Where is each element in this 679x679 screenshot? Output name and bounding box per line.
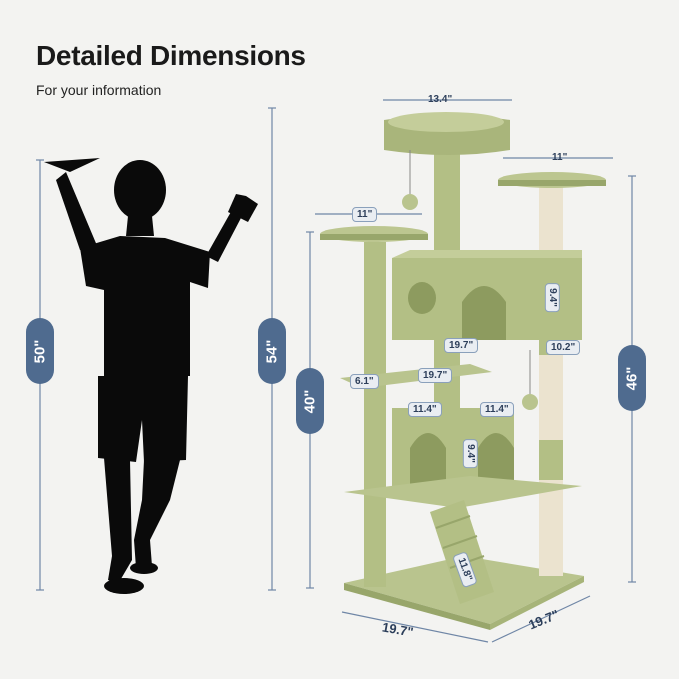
child-silhouette (44, 158, 258, 594)
upper-condo-width-label: 19.7" (444, 338, 479, 353)
page-subtitle: For your information (36, 82, 162, 98)
left-perch-height-label: 40" (296, 368, 324, 434)
page-title: Detailed Dimensions (36, 40, 306, 71)
lower-condo-height-label: 9.4" (462, 439, 478, 468)
right-perch-width-label: 11" (552, 152, 568, 163)
total-height-label: 54" (258, 318, 286, 384)
lower-condo-left-label: 11.4" (408, 402, 442, 417)
upper-condo-depth-label: 10.2" (546, 340, 581, 355)
top-bed-width-label: 13.4" (428, 94, 453, 105)
left-perch-width-label: 11" (352, 207, 378, 222)
child-height-label: 50" (26, 318, 54, 384)
lower-condo-right-label: 11.4" (480, 402, 514, 417)
cat-tree (320, 112, 606, 630)
side-step-width-label: 6.1" (350, 374, 379, 389)
right-post-height-label: 46" (618, 345, 646, 411)
middle-platform-width-label: 19.7" (418, 368, 453, 383)
upper-condo-height-label: 9.4" (544, 283, 560, 312)
